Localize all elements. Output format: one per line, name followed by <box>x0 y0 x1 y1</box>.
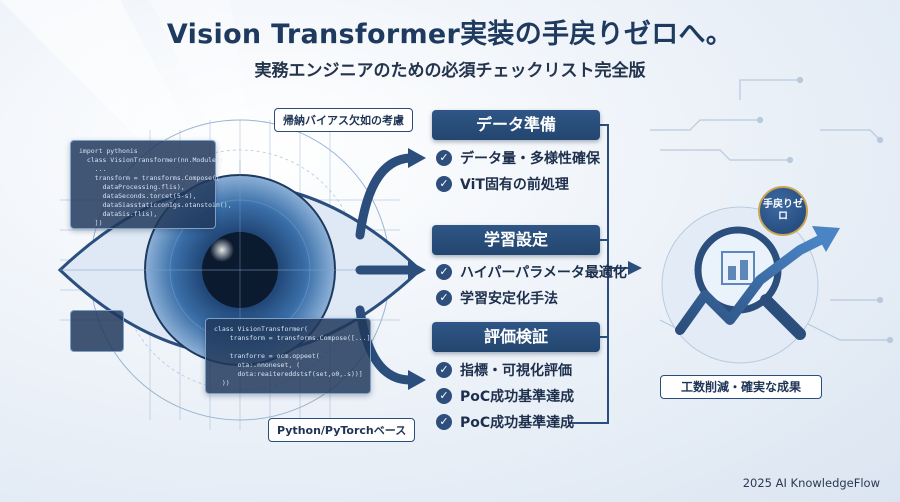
check-icon: ✓ <box>436 290 452 306</box>
growth-arrow-icon <box>675 226 840 335</box>
code-card-small <box>70 310 124 352</box>
checklist-item: ✓ ViT固有の前処理 <box>436 174 569 194</box>
checklist-item-label: ハイパーパラメータ最適化 <box>460 265 627 281</box>
check-icon: ✓ <box>436 176 452 192</box>
check-icon: ✓ <box>436 264 452 280</box>
checklist-item-label: ViT固有の前処理 <box>460 177 569 193</box>
checklist-item: ✓ 指標・可視化評価 <box>436 360 572 380</box>
section-heading-data-prep: データ準備 <box>432 110 600 140</box>
check-icon: ✓ <box>436 388 452 404</box>
zero-rework-badge: 手戻りゼロ <box>758 186 808 236</box>
checklist-item-label: データ量・多様性確保 <box>460 151 600 167</box>
title-block: Vision Transformer実装の手戻りゼロへ。 実務エンジニアのための… <box>0 18 900 82</box>
code-snippet-top: import pythonis class VisionTransformer(… <box>70 140 232 229</box>
checklist-item-label: 学習安定化手法 <box>460 291 558 307</box>
checklist-item: ✓ PoC成功基準達成 <box>436 386 574 406</box>
result-label: 工数削減・確実な成果 <box>660 375 822 399</box>
inductive-bias-label: 帰納バイアス欠如の考慮 <box>274 108 413 132</box>
checklist-item: ✓ データ量・多様性確保 <box>436 148 600 168</box>
checklist-item-label: PoC成功基準達成 <box>460 389 575 405</box>
checklist-item-label: 指標・可視化評価 <box>460 363 572 379</box>
result-connectors <box>568 124 630 424</box>
checklist-item: ✓ ハイパーパラメータ最適化 <box>436 262 627 282</box>
check-icon: ✓ <box>436 150 452 166</box>
checklist-item: ✓ 学習安定化手法 <box>436 288 558 308</box>
section-heading-evaluation: 評価検証 <box>432 322 600 352</box>
code-snippet-bottom: class VisionTransformer( transform = tra… <box>205 318 371 394</box>
check-icon: ✓ <box>436 414 452 430</box>
checklist-item: ✓ PoC成功基準達成 <box>436 412 574 432</box>
python-pytorch-label: Python/PyTorchベース <box>268 418 416 442</box>
checklist-item-label: PoC成功基準達成 <box>460 415 575 431</box>
page-subtitle: 実務エンジニアのための必須チェックリスト完全版 <box>254 61 646 81</box>
footer-credit: 2025 AI KnowledgeFlow <box>742 476 880 490</box>
result-arrowhead <box>628 261 642 275</box>
connector-arrowheads <box>408 148 426 390</box>
check-icon: ✓ <box>436 362 452 378</box>
page-title: Vision Transformer実装の手戻りゼロへ。 <box>166 19 734 50</box>
section-heading-training: 学習設定 <box>432 225 600 255</box>
circuit-lines <box>650 76 894 344</box>
